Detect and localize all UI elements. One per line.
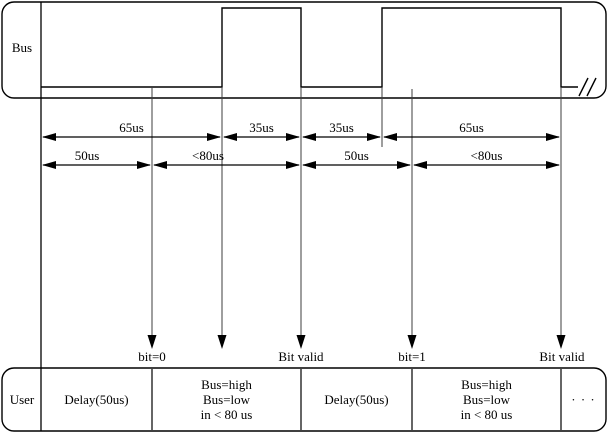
timing-arrows-row2 <box>42 161 560 169</box>
timing-label-35us-1: 35us <box>249 120 274 135</box>
down-arrowhead <box>296 335 306 349</box>
down-arrowhead <box>147 335 157 349</box>
event-label-bitvalid2: Bit valid <box>539 349 585 364</box>
arrowhead-left <box>223 133 237 141</box>
cell-line: in < 80 us <box>200 407 253 422</box>
timing-label-65us-1: 65us <box>119 120 144 135</box>
user-row-label: User <box>9 391 35 407</box>
arrowhead-right <box>367 133 381 141</box>
timing-label-65us-2: 65us <box>459 120 484 135</box>
user-actions-box <box>1 367 607 432</box>
timing-arrows-row1 <box>42 133 560 141</box>
arrowhead-right <box>207 133 221 141</box>
timing-label-50us-2: 50us <box>344 148 369 163</box>
cell-line: in < 80 us <box>460 407 513 422</box>
cell-line: Delay(50us) <box>324 392 389 407</box>
event-label-bit0: bit=0 <box>138 349 166 364</box>
arrowhead-left <box>42 161 56 169</box>
arrowhead-left <box>302 161 316 169</box>
reference-lines <box>151 87 562 337</box>
user-action-cell-ellipsis: · · · <box>561 368 606 431</box>
arrowhead-left <box>153 161 167 169</box>
cell-line: Bus=low <box>462 392 511 407</box>
event-label-bit1: bit=1 <box>398 349 426 364</box>
timing-label-80us-1: <80us <box>192 148 224 163</box>
arrowhead-left <box>383 133 397 141</box>
event-label-bitvalid1: Bit valid <box>278 349 324 364</box>
cell-line: Bus=high <box>461 377 512 392</box>
bus-row-label: Bus <box>11 40 33 55</box>
arrowhead-right <box>546 161 560 169</box>
bus-waveform <box>41 7 578 88</box>
break-slash <box>586 77 597 97</box>
timing-label-80us-2: <80us <box>470 148 503 163</box>
user-action-cell-sample2: Bus=high Bus=low in < 80 us <box>412 368 561 431</box>
arrowhead-right <box>286 161 300 169</box>
timing-label-50us-1: 50us <box>74 148 100 163</box>
user-action-cell-delay2: Delay(50us) <box>301 368 412 431</box>
down-arrowhead <box>556 335 566 349</box>
break-slash <box>578 77 589 97</box>
cell-line: Bus=low <box>202 392 251 407</box>
cell-line: Bus=high <box>201 377 252 392</box>
user-action-cell-delay1: Delay(50us) <box>41 368 152 431</box>
arrowhead-right <box>137 161 151 169</box>
arrowhead-left <box>413 161 427 169</box>
arrowhead-left <box>302 133 316 141</box>
event-arrowheads <box>147 335 566 349</box>
ellipsis-icon: · · · <box>571 392 596 407</box>
user-action-cell-sample1: Bus=high Bus=low in < 80 us <box>152 368 301 431</box>
down-arrowhead <box>217 335 227 349</box>
arrowhead-right <box>546 133 560 141</box>
bus-waveform-box <box>1 1 607 99</box>
arrowhead-right <box>286 133 300 141</box>
arrowhead-right <box>397 161 411 169</box>
cell-line: Delay(50us) <box>64 392 129 407</box>
arrowhead-left <box>42 133 56 141</box>
user-cell-dividers <box>151 369 562 430</box>
down-arrowhead <box>407 335 417 349</box>
line-break-icon <box>578 77 597 97</box>
timing-label-35us-2: 35us <box>329 120 354 135</box>
